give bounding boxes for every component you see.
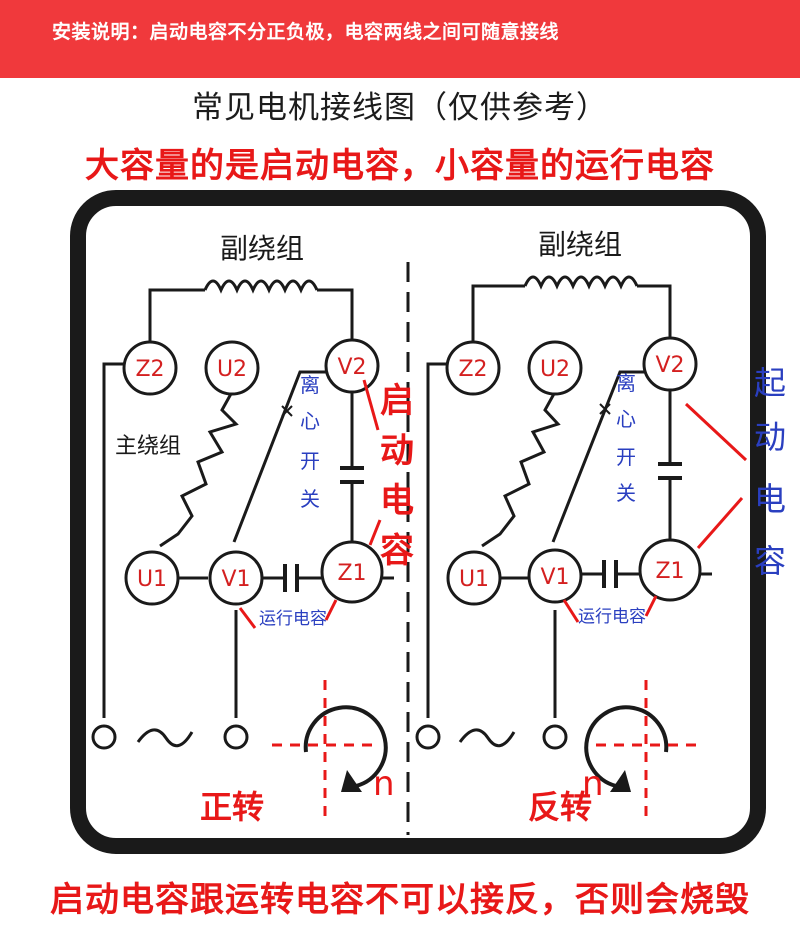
left-ac-symbol — [136, 728, 194, 748]
right-direction-label: 反转 — [528, 788, 592, 826]
right-label-u1: U1 — [459, 567, 489, 592]
warning-footer: 启动电容跟运转电容不可以接反，否则会烧毁 — [50, 880, 750, 920]
left-label-v2: V2 — [337, 355, 366, 380]
svg-text:心: 心 — [616, 407, 636, 431]
right-aux-coil — [523, 275, 639, 290]
left-switch-wire — [232, 370, 328, 543]
svg-text:启: 启 — [380, 381, 414, 421]
right-panel: 副绕组 — [415, 228, 712, 792]
svg-text:开: 开 — [616, 445, 636, 469]
svg-text:电: 电 — [380, 481, 414, 521]
left-terminal-u2 — [204, 340, 260, 396]
right-ac-symbol — [458, 728, 516, 748]
left-label-z2: Z2 — [135, 357, 164, 382]
left-start-cap-label: 启 动 电 容 — [380, 381, 414, 571]
right-aux-wire-left — [471, 284, 525, 342]
right-rotation-cross — [596, 680, 696, 818]
left-aux-winding-label: 副绕组 — [220, 232, 304, 265]
left-panel: 副绕组 主绕组 — [91, 232, 394, 792]
right-rotation-mark: n — [582, 764, 604, 804]
left-power-terminal-1 — [91, 724, 117, 750]
left-rotation-arc — [303, 705, 388, 788]
capacitor-headline: 大容量的是启动电容，小容量的运行电容 — [85, 146, 715, 186]
right-label-z1: Z1 — [655, 559, 684, 584]
left-terminal-z1 — [320, 540, 384, 604]
left-run-cap-pointers — [238, 599, 338, 629]
left-terminal-v1 — [208, 550, 264, 606]
banner-text: 安装说明：启动电容不分正负极，电容两线之间可随意接线 — [52, 21, 560, 43]
right-terminal-v2 — [642, 336, 698, 392]
left-label-u1: U1 — [137, 567, 167, 592]
svg-text:关: 关 — [616, 481, 636, 505]
right-wire-z2-terminal — [426, 362, 450, 718]
right-rotation-arrow-icon — [610, 770, 631, 792]
svg-text:关: 关 — [300, 487, 320, 511]
right-run-cap-pointers — [562, 595, 658, 623]
right-switch-contact — [599, 403, 611, 415]
diagram-frame — [70, 190, 766, 854]
left-switch-contact — [281, 405, 293, 417]
svg-text:电: 电 — [754, 480, 786, 518]
right-aux-wire-right — [637, 284, 672, 338]
left-label-v1: V1 — [221, 567, 250, 592]
right-power-terminal-1 — [415, 724, 441, 750]
right-label-u2: U2 — [540, 357, 570, 382]
right-start-cap-label: 起 动 电 容 — [754, 364, 786, 580]
left-switch-label: 离 心 开 关 — [300, 373, 320, 511]
svg-text:容: 容 — [380, 531, 414, 571]
left-run-cap-label: 运行电容 — [259, 609, 327, 629]
left-rotation-mark: n — [373, 764, 395, 804]
svg-text:容: 容 — [754, 542, 786, 580]
right-main-coil — [481, 391, 561, 548]
top-banner: 安装说明：启动电容不分正负极，电容两线之间可随意接线 — [0, 0, 800, 78]
right-terminal-u1 — [446, 550, 502, 606]
svg-text:开: 开 — [300, 449, 320, 473]
left-rotation-arrow-icon — [341, 770, 362, 792]
right-label-z2: Z2 — [458, 357, 487, 382]
right-switch-wire — [551, 370, 646, 543]
right-run-cap-label: 运行电容 — [578, 607, 646, 627]
right-aux-winding-label: 副绕组 — [538, 228, 622, 261]
left-start-cap-pointers — [362, 379, 382, 546]
svg-text:动: 动 — [380, 431, 414, 471]
svg-text:动: 动 — [754, 418, 786, 456]
svg-text:离: 离 — [616, 371, 636, 395]
right-label-v2: V2 — [655, 353, 684, 378]
left-terminal-z2 — [122, 340, 178, 396]
left-aux-wire-left — [148, 288, 205, 342]
page-subtitle: 常见电机接线图（仅供参考） — [192, 90, 608, 126]
svg-text:离: 离 — [300, 373, 320, 397]
right-terminal-z2 — [445, 340, 501, 396]
left-direction-label: 正转 — [200, 788, 264, 826]
right-rotation-arc — [584, 705, 669, 788]
left-terminal-u1 — [124, 550, 180, 606]
right-terminal-z1 — [638, 538, 702, 602]
left-aux-wire-right — [317, 288, 354, 342]
right-start-cap-pointers — [684, 402, 748, 549]
left-wire-z2-terminal — [102, 362, 126, 718]
left-power-terminal-2 — [223, 724, 249, 750]
right-terminal-u2 — [527, 340, 583, 396]
left-aux-coil — [203, 279, 319, 294]
svg-text:起: 起 — [754, 364, 786, 402]
right-power-terminal-2 — [542, 724, 568, 750]
svg-text:心: 心 — [300, 409, 320, 433]
left-rotation-cross — [272, 680, 372, 818]
left-terminal-v2 — [324, 338, 380, 394]
left-main-coil — [159, 391, 239, 548]
left-label-u2: U2 — [217, 357, 247, 382]
right-label-v1: V1 — [540, 565, 569, 590]
right-terminal-v1 — [527, 548, 583, 604]
left-label-z1: Z1 — [337, 561, 366, 586]
right-switch-label: 离 心 开 关 — [616, 371, 636, 505]
left-main-winding-label: 主绕组 — [115, 434, 181, 459]
